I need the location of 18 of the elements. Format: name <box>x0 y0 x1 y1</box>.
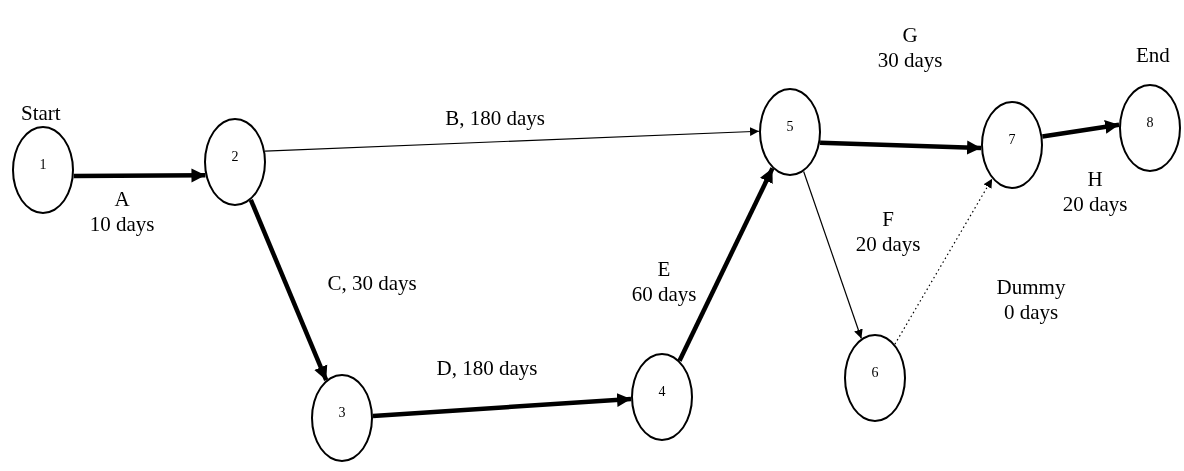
arrow <box>820 140 982 155</box>
arrow <box>248 198 329 382</box>
node-caption: End <box>1136 44 1170 66</box>
node-number: 5 <box>785 118 795 135</box>
arrow <box>73 168 206 183</box>
node-number: 6 <box>870 364 880 381</box>
arrow <box>264 127 760 152</box>
arrow <box>803 170 863 340</box>
node-number: 3 <box>337 404 347 421</box>
node-number: 8 <box>1145 114 1155 131</box>
node-number: 4 <box>657 383 667 400</box>
arrow <box>1042 119 1120 139</box>
node-number: 1 <box>38 156 48 173</box>
arrow <box>372 392 632 419</box>
node-number: 7 <box>1007 131 1017 148</box>
arrow <box>677 167 775 362</box>
node-caption: Start <box>21 102 61 124</box>
node-number: 2 <box>230 148 240 165</box>
